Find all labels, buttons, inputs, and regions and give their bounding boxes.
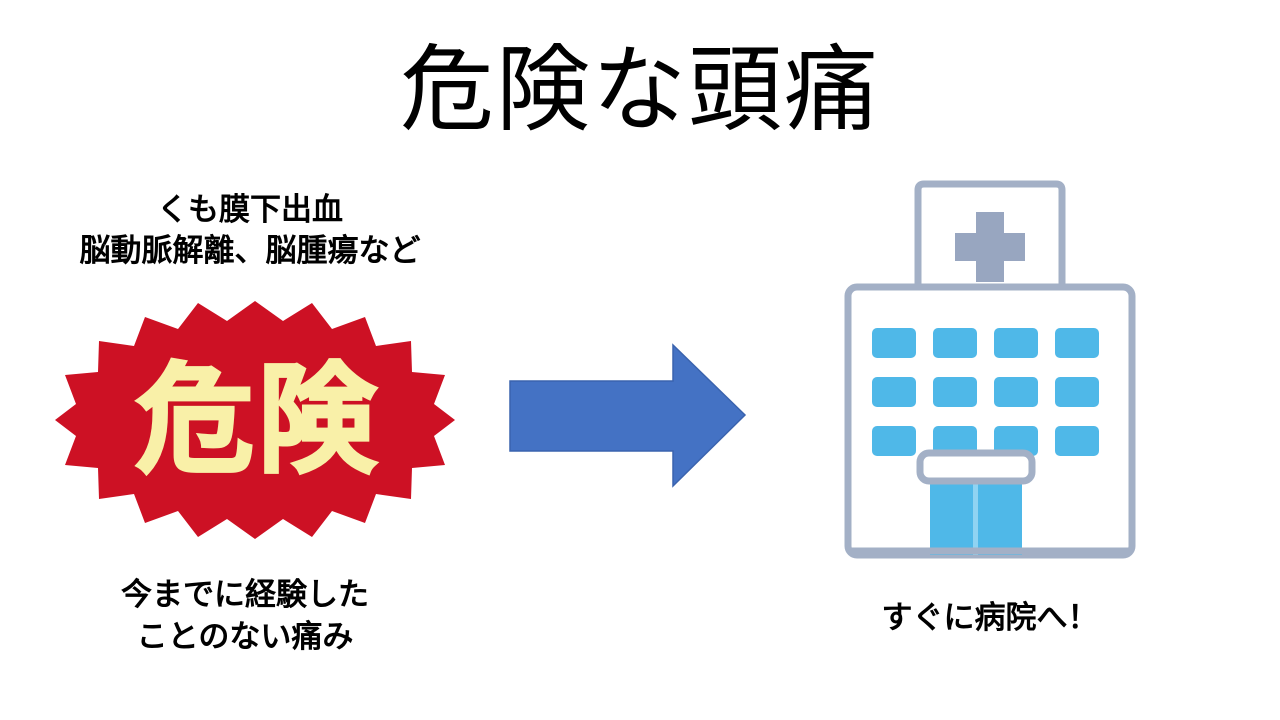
hospital-window (1055, 377, 1099, 407)
hospital-awning (916, 449, 1036, 485)
causes-caption: くも膜下出血 脳動脈解離、脳腫瘍など (10, 190, 490, 272)
hospital-window (933, 377, 977, 407)
page-title: 危険な頭痛 (399, 36, 880, 145)
hospital-illustration (830, 165, 1150, 565)
danger-badge: 危険 (55, 295, 455, 545)
hospital-window (994, 377, 1038, 407)
right-arrow-icon (505, 338, 750, 493)
hospital-window (933, 328, 977, 358)
hospital-window (933, 426, 977, 456)
symptom-line-1: 今までに経験した (121, 577, 369, 613)
danger-badge-label: 危険 (134, 351, 380, 489)
hospital-caption: すぐに病院へ！ (881, 600, 1099, 636)
hospital-window (1055, 328, 1099, 358)
symptom-line-2: ことのない痛み (136, 618, 354, 655)
hospital-window (872, 328, 916, 358)
hospital-window (994, 426, 1038, 456)
hospital-window (994, 328, 1038, 358)
hospital-window (1055, 426, 1099, 456)
hospital-window (872, 426, 916, 456)
causes-line-1: くも膜下出血 (157, 192, 343, 228)
danger-badge-shape (55, 301, 455, 539)
hospital-cross-icon (955, 212, 1025, 282)
symptom-caption: 今までに経験した ことのない痛み (10, 575, 480, 658)
hospital-window (872, 377, 916, 407)
causes-line-2: 脳動脈解離、脳腫瘍など (79, 232, 421, 269)
hospital-door-split (973, 477, 978, 555)
